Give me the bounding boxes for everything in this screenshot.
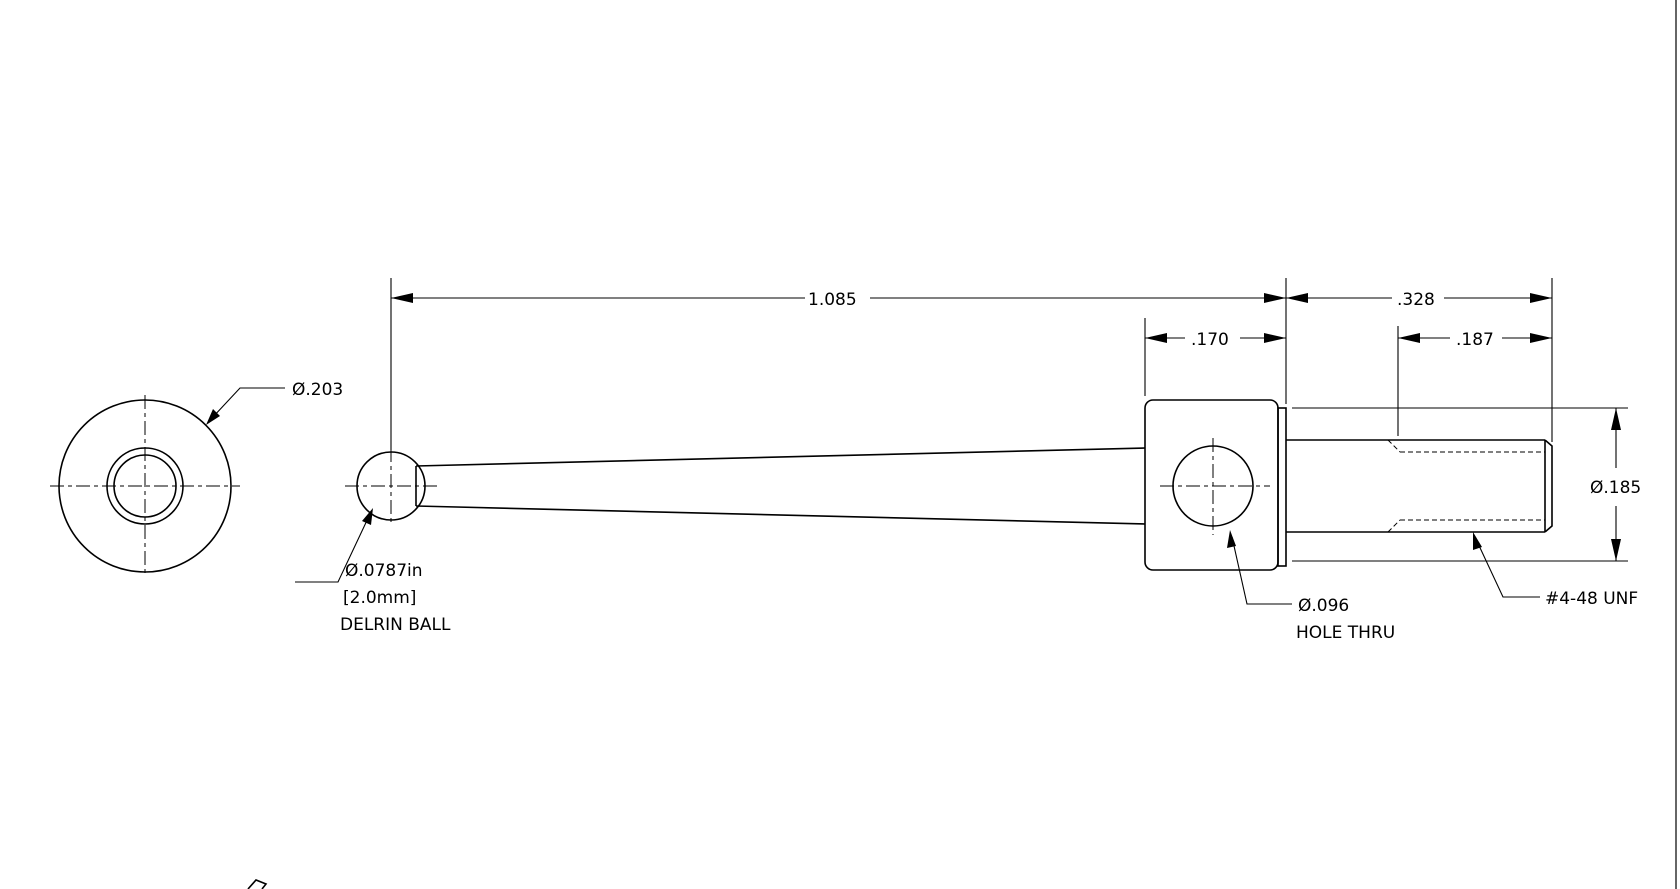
- dim-arrow-overall-right: [1264, 293, 1286, 303]
- dim-thread-engagement: .187: [1456, 330, 1494, 350]
- ball-size-in-label: Ø.0787in: [345, 561, 423, 581]
- ball-size-mm-label: [2.0mm]: [343, 588, 416, 608]
- dim-arrow-head-right: [1264, 333, 1286, 343]
- head-collar: [1277, 407, 1287, 567]
- hole-leader: [1231, 536, 1292, 605]
- end-view-leader-arrow: [206, 409, 220, 425]
- head-block: [1144, 399, 1279, 571]
- hole-size-label: Ø.096: [1298, 596, 1349, 616]
- shank-chamfer-end: [1544, 439, 1553, 533]
- stem-top-edge: [415, 447, 1146, 467]
- stem-bottom-edge: [415, 505, 1146, 525]
- dim-shank-diameter: Ø.185: [1590, 478, 1641, 498]
- thread-leader: [1474, 536, 1540, 598]
- thread-runout-bottom: [1387, 519, 1401, 533]
- ball-material-label: DELRIN BALL: [340, 615, 451, 635]
- dim-arrow-thread-length-right: [1530, 293, 1552, 303]
- dim-arrow-head-left: [1145, 333, 1167, 343]
- ball-leader-arrow: [362, 508, 373, 525]
- end-view: Ø.203: [50, 380, 343, 577]
- thread-runout-top: [1387, 439, 1401, 453]
- side-view: 1.085 .328 .170 .187 Ø.185 Ø.0787in [2.0…: [295, 278, 1641, 643]
- hole-type-label: HOLE THRU: [1296, 623, 1395, 643]
- thread-leader-arrow: [1473, 532, 1482, 550]
- dim-overall-length: 1.085: [808, 290, 857, 310]
- dim-arrow-engagement-left: [1398, 333, 1420, 343]
- thread-spec-label: #4-48 UNF: [1545, 589, 1638, 609]
- dim-arrow-thread-length-left: [1286, 293, 1308, 303]
- dim-thread-length: .328: [1397, 290, 1435, 310]
- ball-leader: [295, 513, 371, 583]
- hole-leader-arrow: [1227, 530, 1236, 548]
- dim-arrow-shank-bottom: [1611, 539, 1621, 561]
- dim-arrow-engagement-right: [1530, 333, 1552, 343]
- end-view-leader: [211, 387, 285, 419]
- dim-head-width: .170: [1191, 330, 1229, 350]
- dim-arrow-shank-top: [1611, 408, 1621, 430]
- dim-arrow-overall-left: [391, 293, 413, 303]
- end-view-diameter-label: Ø.203: [292, 380, 343, 400]
- pencil-icon: [247, 879, 268, 889]
